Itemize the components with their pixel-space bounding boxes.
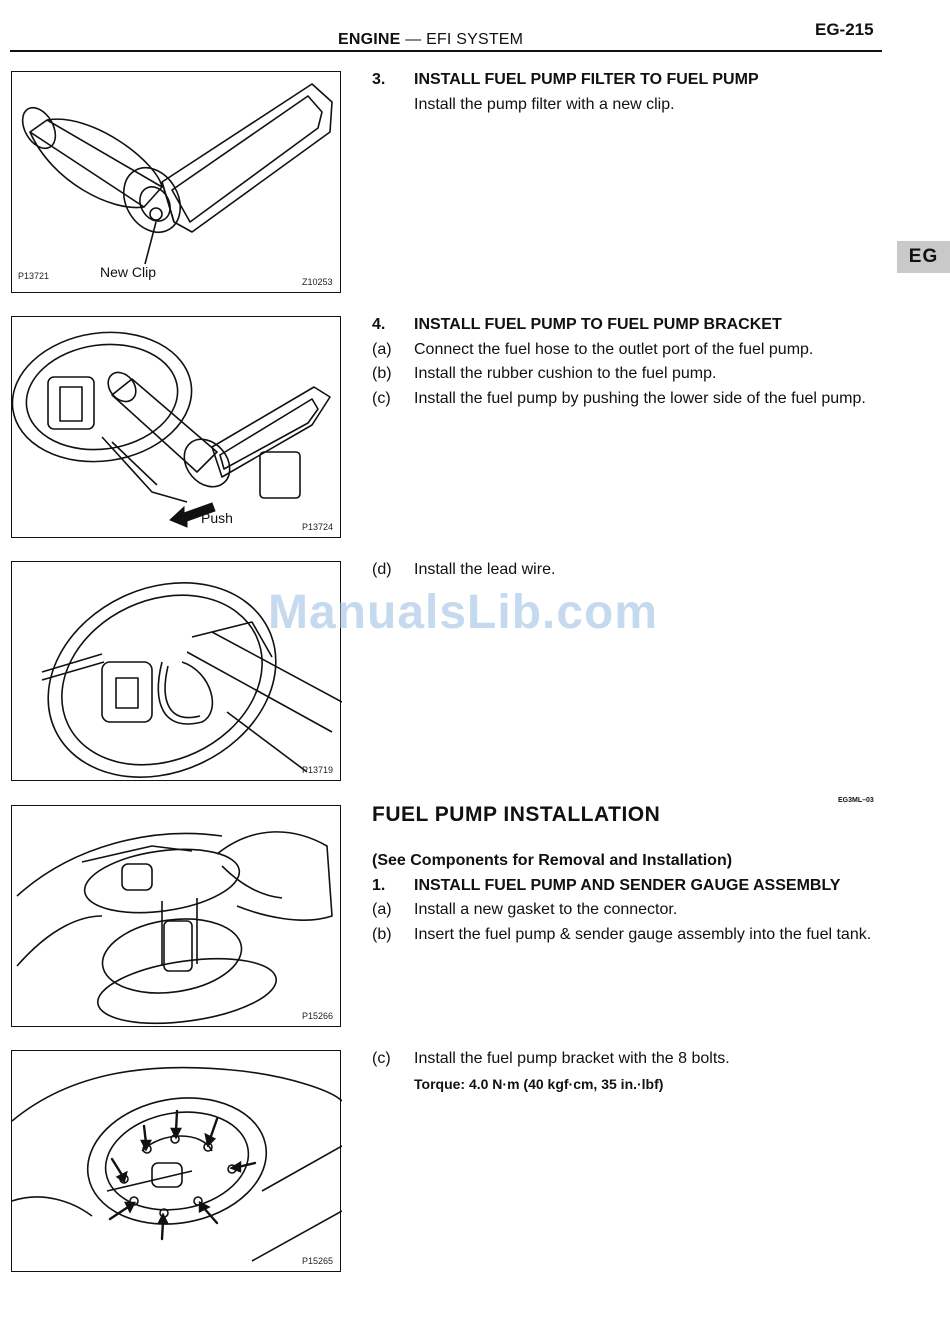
section-note: (See Components for Removal and Installa… <box>372 852 733 869</box>
substep-label: (b) <box>372 925 392 943</box>
torque-spec: Torque: 4.0 N·m (40 kgf·cm, 35 in.·lbf) <box>414 1075 664 1092</box>
step-number: 3. <box>372 71 386 88</box>
substep-label: (a) <box>372 901 392 918</box>
header-section: ENGINE <box>338 31 401 48</box>
section-title: FUEL PUMP INSTALLATION <box>372 803 661 826</box>
step-title: INSTALL FUEL PUMP AND SENDER GAUGE ASSEM… <box>414 876 841 894</box>
figure-code: P15266 <box>302 1011 334 1021</box>
figure-code: P15265 <box>302 1256 334 1266</box>
figure-pump-bracket: Push P13724 <box>11 316 341 538</box>
callout-new-clip: New Clip <box>100 264 157 280</box>
header-separator: — <box>405 31 422 48</box>
substep-text: Install the lead wire. <box>414 561 556 578</box>
watermark: ManualsLib.com <box>268 586 659 639</box>
installation-section: FUEL PUMP INSTALLATION (See Components f… <box>372 801 887 947</box>
sender-gauge-insert-illustration <box>16 831 333 1025</box>
pump-bracket-illustration <box>12 331 331 528</box>
running-header: ENGINE — EFI SYSTEM <box>338 31 523 49</box>
section-code: EG3ML–03 <box>838 797 874 804</box>
lead-wire-illustration <box>41 582 342 778</box>
substep-label: (d) <box>372 561 392 578</box>
pump-filter-illustration <box>21 83 333 265</box>
figure-bracket-bolts: P15265 <box>11 1050 342 1272</box>
step-4: 4. INSTALL FUEL PUMP TO FUEL PUMP BRACKE… <box>372 313 887 411</box>
substep-text: Install the rubber cushion to the fuel p… <box>414 365 717 382</box>
header-divider <box>10 50 882 52</box>
substep-label: (c) <box>372 389 391 407</box>
substep-text: Install the fuel pump by pushing the low… <box>414 389 866 407</box>
figure-sender-gauge-insert: P15266 <box>11 805 341 1027</box>
substep-label: (b) <box>372 365 392 382</box>
step-title: INSTALL FUEL PUMP TO FUEL PUMP BRACKET <box>414 316 782 333</box>
figure-code: P13721 <box>18 271 50 281</box>
substep-text: Install a new gasket to the connector. <box>414 901 678 918</box>
step-number: 4. <box>372 316 386 333</box>
figure-code: P13724 <box>302 522 334 532</box>
step-number: 1. <box>372 876 386 894</box>
step-4d: (d) Install the lead wire. <box>372 558 887 583</box>
substep-text: Install the fuel pump bracket with the 8… <box>414 1050 730 1067</box>
step-title: INSTALL FUEL PUMP FILTER TO FUEL PUMP <box>414 71 759 88</box>
step-text: Install the pump filter with a new clip. <box>414 95 675 113</box>
section-tab: EG <box>897 241 950 273</box>
page-number: EG-215 <box>815 20 874 39</box>
substep-text: Connect the fuel hose to the outlet port… <box>414 340 814 358</box>
substep-text: Insert the fuel pump & sender gauge asse… <box>414 925 872 943</box>
step-1c: (c) Install the fuel pump bracket with t… <box>372 1047 887 1096</box>
figure-pump-filter: P13721 New Clip Z10253 <box>11 71 341 293</box>
header-subsection: EFI SYSTEM <box>426 31 524 48</box>
figure-code: P13719 <box>302 765 334 775</box>
callout-push: Push <box>201 510 233 526</box>
substep-label: (a) <box>372 340 392 358</box>
figure-code: Z10253 <box>302 277 333 287</box>
bracket-bolts-illustration <box>12 1066 342 1262</box>
substep-label: (c) <box>372 1050 391 1067</box>
figure-lead-wire: P13719 <box>11 561 342 781</box>
step-3: 3. INSTALL FUEL PUMP FILTER TO FUEL PUMP… <box>372 68 887 117</box>
